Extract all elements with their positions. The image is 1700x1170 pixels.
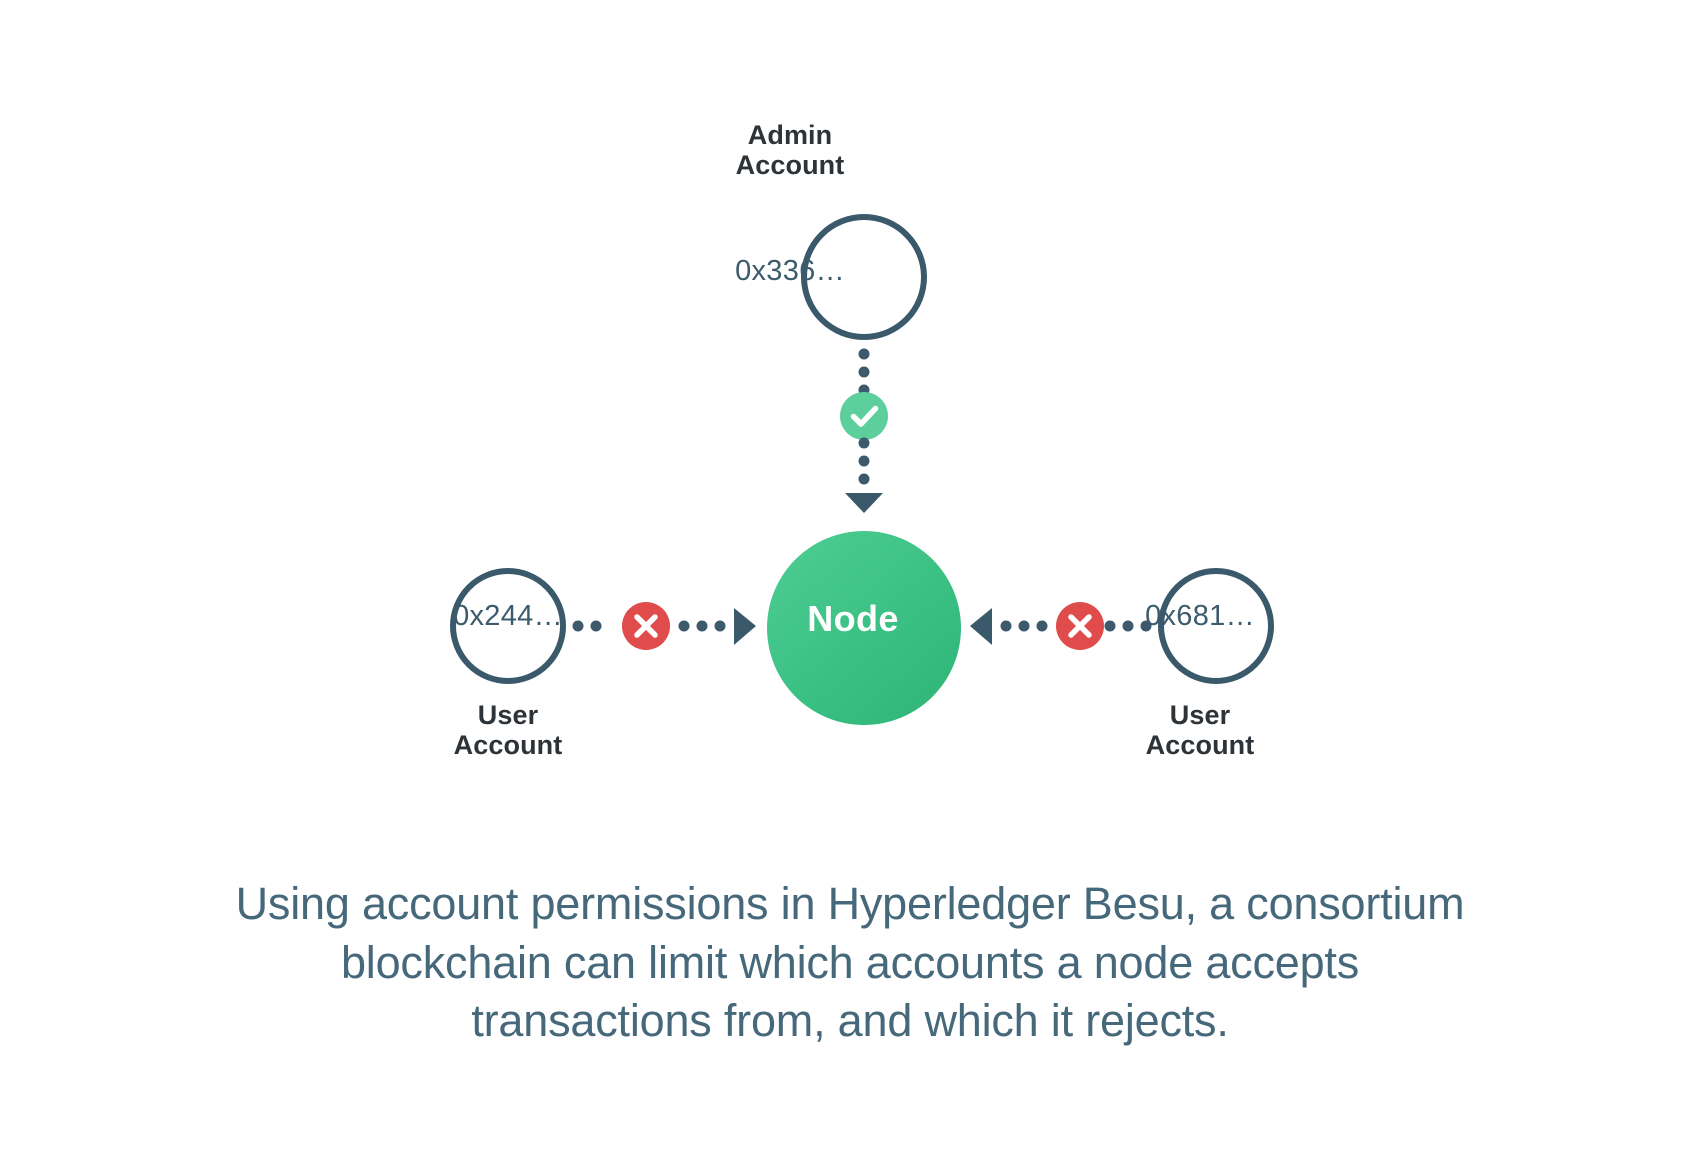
user-right-account-circle[interactable] bbox=[1158, 568, 1274, 684]
user-right-connector-dots-outer bbox=[1000, 620, 1048, 632]
user-left-arrowhead-icon bbox=[734, 608, 756, 645]
node-circle[interactable] bbox=[767, 531, 961, 725]
user-right-account-role-label: User Account bbox=[1145, 700, 1255, 761]
admin-permission-badge[interactable] bbox=[840, 392, 888, 440]
user-right-arrowhead-icon bbox=[970, 608, 992, 645]
user-left-account-address: 0x244… bbox=[453, 600, 563, 632]
user-left-account-role-label: User Account bbox=[453, 700, 563, 761]
user-left-account-circle[interactable] bbox=[450, 568, 566, 684]
admin-account-role-label: Admin Account bbox=[735, 120, 845, 181]
node-label: Node bbox=[807, 598, 899, 639]
check-icon bbox=[850, 405, 879, 427]
admin-connector-dots-lower bbox=[858, 437, 870, 485]
admin-account-address: 0x336… bbox=[735, 255, 845, 287]
permissions-diagram bbox=[450, 214, 1274, 725]
diagram-caption: Using account permissions in Hyperledger… bbox=[235, 878, 1465, 1046]
cross-icon bbox=[1068, 614, 1092, 638]
check-badge-circle bbox=[840, 392, 888, 440]
admin-account-circle[interactable] bbox=[801, 214, 927, 340]
cross-icon bbox=[634, 614, 658, 638]
admin-connector-dots-upper bbox=[858, 348, 870, 396]
user-left-connector-dots-inner bbox=[572, 620, 602, 632]
user-right-permission-badge[interactable] bbox=[1056, 602, 1104, 650]
user-right-connector-dots-inner bbox=[1104, 620, 1152, 632]
user-left-connector-dots-outer bbox=[678, 620, 726, 632]
user-left-permission-badge[interactable] bbox=[622, 602, 670, 650]
admin-arrowhead-icon bbox=[845, 493, 883, 513]
user-right-account-address: 0x681… bbox=[1145, 600, 1255, 632]
